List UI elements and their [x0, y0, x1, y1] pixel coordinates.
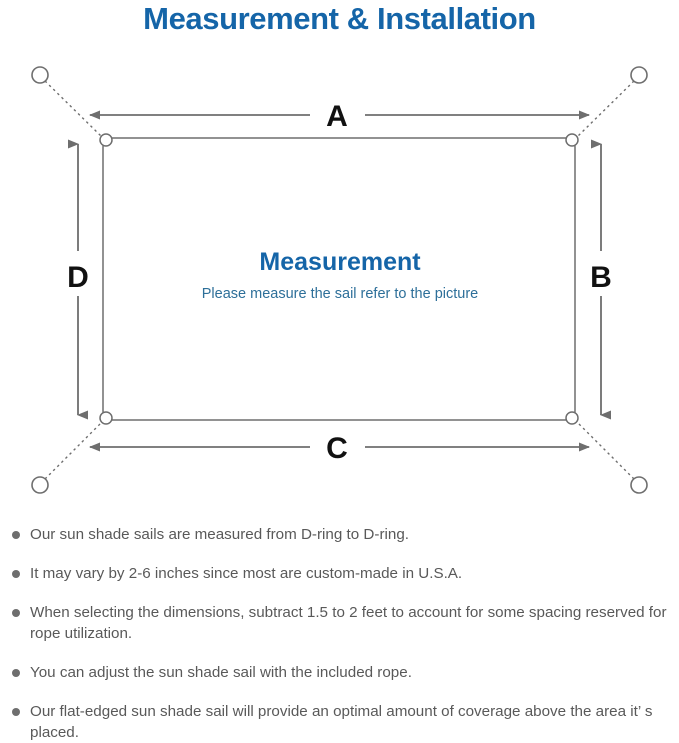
bullet-icon: [12, 669, 20, 677]
list-item: Our sun shade sails are measured from D-…: [0, 524, 679, 545]
note-text: When selecting the dimensions, subtract …: [30, 604, 667, 642]
d-ring-top-right-icon: [565, 133, 579, 147]
diagram-center-title: Measurement: [259, 248, 421, 276]
anchor-bottom-right-icon: [630, 476, 648, 494]
note-text: It may vary by 2-6 inches since most are…: [30, 565, 463, 582]
anchor-bottom-left-icon: [31, 476, 49, 494]
list-item: When selecting the dimensions, subtract …: [0, 602, 679, 644]
bullet-icon: [12, 609, 20, 617]
d-ring-top-left-icon: [99, 133, 113, 147]
note-text: You can adjust the sun shade sail with t…: [30, 664, 412, 681]
list-item: Our flat-edged sun shade sail will provi…: [0, 701, 679, 743]
diagram-center-subtitle: Please measure the sail refer to the pic…: [202, 286, 478, 302]
list-item: It may vary by 2-6 inches since most are…: [0, 563, 679, 584]
anchor-top-left-icon: [31, 66, 49, 84]
note-text: Our sun shade sails are measured from D-…: [30, 526, 409, 543]
list-item: You can adjust the sun shade sail with t…: [0, 662, 679, 683]
page-title: Measurement & Installation: [143, 1, 536, 36]
bullet-icon: [12, 570, 20, 578]
bullet-icon: [12, 708, 20, 716]
rope-lines: [44, 80, 635, 480]
dimension-label-c: C: [326, 432, 348, 465]
dimension-label-d: D: [67, 261, 89, 294]
dimension-label-b: B: [590, 261, 612, 294]
anchor-points: [31, 66, 648, 494]
note-text: Our flat-edged sun shade sail will provi…: [30, 703, 653, 741]
bullet-icon: [12, 531, 20, 539]
anchor-top-right-icon: [630, 66, 648, 84]
d-ring-bottom-left-icon: [99, 411, 113, 425]
dimension-label-a: A: [326, 100, 348, 133]
measurement-diagram: A C D B Measurement Please measure the s…: [0, 44, 679, 514]
notes-list: Our sun shade sails are measured from D-…: [0, 524, 679, 743]
d-ring-bottom-right-icon: [565, 411, 579, 425]
sail-body: [102, 137, 576, 421]
d-rings: [99, 133, 579, 425]
